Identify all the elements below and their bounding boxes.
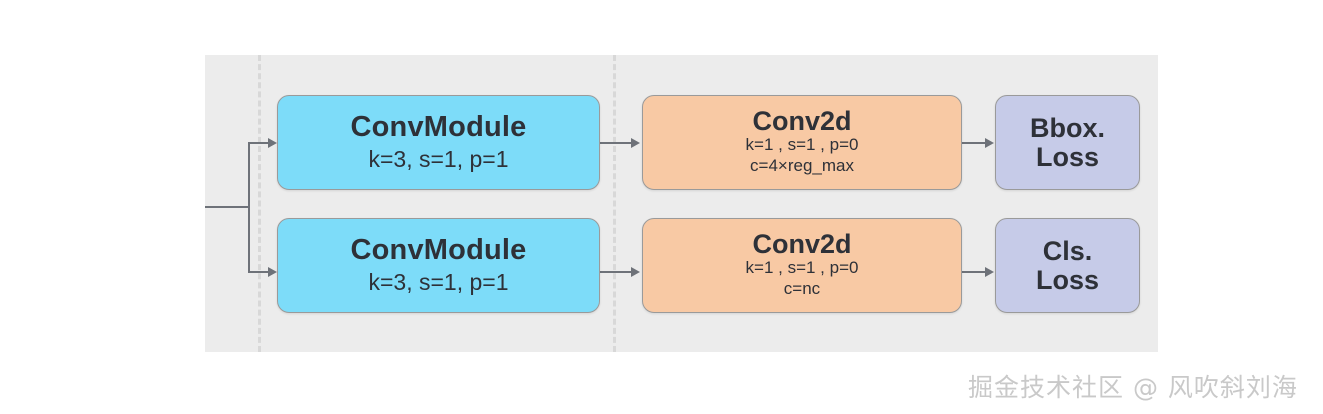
stage-divider-left xyxy=(258,55,261,352)
edge-input-trunk xyxy=(205,206,250,208)
edge-input-split xyxy=(248,142,250,273)
node-cls-loss-line2: Loss xyxy=(1035,265,1100,295)
arrowhead-conv-module-top xyxy=(268,137,277,148)
edge-input-to-conv-module-bottom xyxy=(248,271,272,273)
stage-divider-right xyxy=(613,55,616,352)
arrowhead-conv2d-bottom xyxy=(631,266,640,277)
node-conv2d-bottom-channels: c=nc xyxy=(783,278,821,298)
node-conv-module-top-params: k=3, s=1, p=1 xyxy=(368,145,509,172)
node-bbox-loss[interactable]: Bbox. Loss xyxy=(995,95,1140,190)
node-cls-loss-line1: Cls. xyxy=(1042,235,1093,266)
node-conv-module-top[interactable]: ConvModule k=3, s=1, p=1 xyxy=(277,95,600,190)
node-conv2d-top-title: Conv2d xyxy=(752,105,852,136)
node-conv2d-top[interactable]: Conv2d k=1 , s=1 , p=0 c=4×reg_max xyxy=(642,95,962,190)
node-conv2d-top-channels: c=4×reg_max xyxy=(750,155,854,175)
node-conv-module-bottom-title: ConvModule xyxy=(350,234,527,267)
node-conv-module-bottom-params: k=3, s=1, p=1 xyxy=(368,268,509,295)
node-cls-loss[interactable]: Cls. Loss xyxy=(995,218,1140,313)
node-conv2d-top-params: k=1 , s=1 , p=0 xyxy=(745,134,859,154)
node-bbox-loss-line1: Bbox. xyxy=(1029,112,1105,143)
node-bbox-loss-line2: Loss xyxy=(1035,142,1100,172)
arrowhead-cls-loss xyxy=(985,266,994,277)
edge-conv-module-bottom-to-conv2d-bottom xyxy=(600,271,633,273)
arrowhead-conv2d-top xyxy=(631,137,640,148)
arrowhead-bbox-loss xyxy=(985,137,994,148)
watermark: 掘金技术社区 @ 风吹斜刘海 xyxy=(968,373,1298,402)
node-conv2d-bottom-title: Conv2d xyxy=(752,228,852,259)
edge-conv2d-top-to-loss-top xyxy=(962,142,987,144)
node-conv2d-bottom-params: k=1 , s=1 , p=0 xyxy=(745,257,859,277)
node-conv2d-bottom[interactable]: Conv2d k=1 , s=1 , p=0 c=nc xyxy=(642,218,962,313)
arrowhead-conv-module-bottom xyxy=(268,266,277,277)
edge-input-to-conv-module-top xyxy=(248,142,272,144)
edge-conv-module-top-to-conv2d-top xyxy=(600,142,633,144)
node-conv-module-bottom[interactable]: ConvModule k=3, s=1, p=1 xyxy=(277,218,600,313)
node-conv-module-top-title: ConvModule xyxy=(350,111,527,144)
edge-conv2d-bottom-to-loss-bottom xyxy=(962,271,987,273)
diagram-panel: ConvModule k=3, s=1, p=1 Conv2d k=1 , s=… xyxy=(205,55,1158,352)
